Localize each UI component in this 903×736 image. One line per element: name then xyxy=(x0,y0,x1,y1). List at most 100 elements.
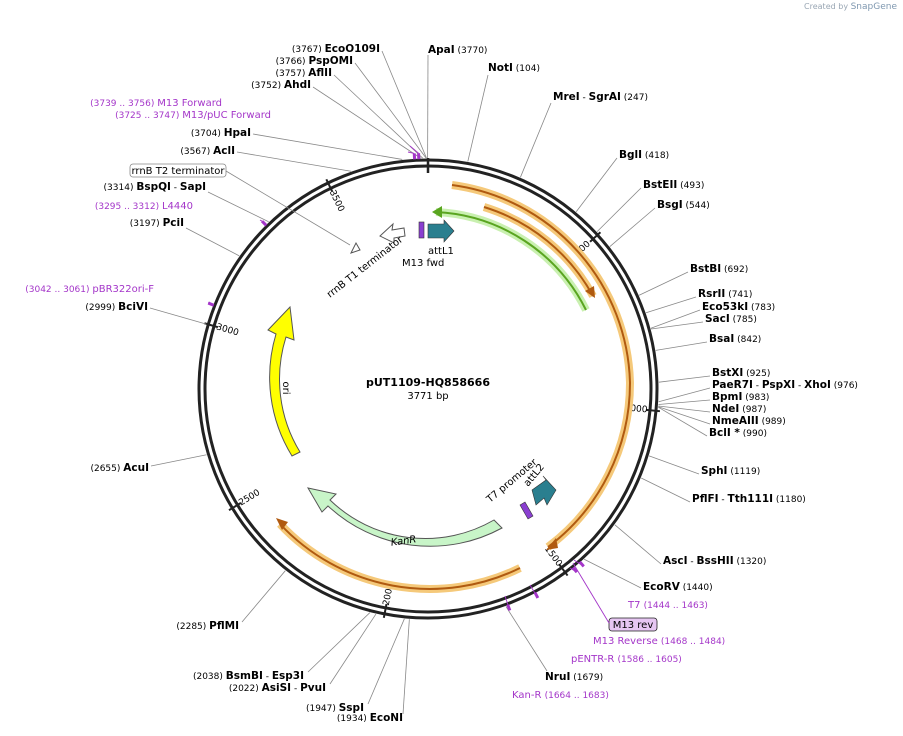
boxed-label-rrnb-t2-terminator[interactable]: rrnB T2 terminator xyxy=(129,163,227,178)
site-bsgi[interactable]: BsgI (544) xyxy=(657,199,710,211)
ori-feature xyxy=(267,305,301,457)
site-rsrii[interactable]: RsrII (741) xyxy=(698,288,752,300)
site-pcii[interactable]: (3197) PciI xyxy=(130,217,184,229)
site-hpai[interactable]: (3704) HpaI xyxy=(191,127,251,139)
site-asisi-pvui[interactable]: (2022) AsiSI - PvuI xyxy=(229,682,326,694)
boxed-label-text: rrnB T2 terminator xyxy=(131,166,225,177)
site-nmeaiii[interactable]: NmeAIII (989) xyxy=(712,415,786,427)
site-apai[interactable]: ApaI (3770) xyxy=(428,44,487,56)
site-leader xyxy=(658,406,708,437)
site-aflii[interactable]: (3757) AflII xyxy=(275,67,332,79)
kanr-feature xyxy=(306,487,503,547)
site-leader xyxy=(149,307,207,325)
kanr-label: KanR xyxy=(390,534,417,548)
site-leader xyxy=(241,570,286,623)
site-saci[interactable]: SacI (785) xyxy=(705,313,757,325)
primer-leader xyxy=(207,301,211,304)
site-leader xyxy=(658,399,711,405)
site-sphi[interactable]: SphI (1119) xyxy=(701,465,760,477)
site-leader xyxy=(648,455,700,475)
site-ecoo109i[interactable]: (3767) EcoO109I xyxy=(292,43,380,55)
site-bstbi[interactable]: BstBI (692) xyxy=(690,263,748,275)
rrnb-t1-label: rrnB T1 terminator xyxy=(325,234,406,300)
site-bspqi-sapi[interactable]: (3314) BspQI - SapI xyxy=(104,181,206,193)
site-noti[interactable]: NotI (104) xyxy=(488,62,540,74)
site-bsteii[interactable]: BstEII (493) xyxy=(643,179,704,191)
site-mrei-sgrai[interactable]: MreI - SgrAI (247) xyxy=(553,91,648,103)
orf-arrowhead-3 xyxy=(276,518,288,530)
primer-t7[interactable]: T7 (1444 .. 1463) xyxy=(627,600,708,611)
primer-pentr-r[interactable]: pENTR-R (1586 .. 1605) xyxy=(571,654,682,665)
site-leader xyxy=(658,375,711,383)
site-pflfi-tth111i[interactable]: PflFI - Tth111I (1180) xyxy=(692,493,806,505)
site-paer7i-pspxi-xhoi[interactable]: PaeR7I - PspXI - XhoI (976) xyxy=(712,379,858,391)
site-leader xyxy=(651,321,704,330)
plasmid-name: pUT1109-HQ858666 xyxy=(366,376,490,389)
site-leader xyxy=(207,191,269,223)
primer-lines xyxy=(207,145,585,611)
site-acli[interactable]: (3567) AclI xyxy=(180,145,235,157)
credit-brand: SnapGene xyxy=(850,2,897,12)
ruler-tick-label: 3500 xyxy=(327,189,346,214)
plasmid-length: 3771 bp xyxy=(407,391,448,402)
site-pflmi[interactable]: (2285) PflMI xyxy=(176,620,239,632)
site-ecorv[interactable]: EcoRV (1440) xyxy=(643,581,713,593)
ruler-tick xyxy=(558,563,569,577)
t7-marker xyxy=(519,501,534,520)
m13-rev-leader xyxy=(572,562,610,624)
attl2-arrow xyxy=(531,475,557,506)
site-eco53ki[interactable]: Eco53kI (783) xyxy=(702,301,775,313)
snapgene-credit: Created by SnapGene xyxy=(804,2,897,12)
green-arrowhead xyxy=(432,206,442,218)
site-ahdi[interactable]: (3752) AhdI xyxy=(251,79,311,91)
primer-kan-r[interactable]: Kan-R (1664 .. 1683) xyxy=(512,690,609,701)
site-bgli[interactable]: BglI (418) xyxy=(619,149,669,161)
primer-l4440[interactable]: (3295 .. 3312) L4440 xyxy=(95,201,193,212)
site-labels: ApaI (3770)NotI (104) MreI - SgrAI (247) B… xyxy=(85,43,858,724)
site-leader xyxy=(520,102,552,178)
site-econi[interactable]: (1934) EcoNI xyxy=(337,712,403,724)
ruler-tick xyxy=(589,231,602,243)
orf-arrowhead-1 xyxy=(546,538,558,550)
primer-leader xyxy=(407,151,415,154)
site-pspomi[interactable]: (3766) PspOMI xyxy=(276,55,353,67)
site-acui[interactable]: (2655) AcuI xyxy=(90,462,149,474)
site-leader xyxy=(354,62,427,159)
primer-pbr322ori-f[interactable]: (3042 .. 3061) pBR322ori-F xyxy=(25,284,154,295)
site-leader xyxy=(609,207,656,247)
primer-m13-puc-forward[interactable]: (3725 .. 3747) M13/pUC Forward xyxy=(115,110,271,121)
site-bsmbi-esp3i[interactable]: (2038) BsmBI - Esp3I xyxy=(193,670,304,682)
site-leader xyxy=(505,606,548,672)
site-bstxi[interactable]: BstXI (925) xyxy=(712,367,770,379)
site-sspi[interactable]: (1947) SspI xyxy=(306,702,364,714)
boxed-label-m13-rev[interactable]: M13 rev xyxy=(608,617,658,632)
site-bcli[interactable]: BclI * (990) xyxy=(709,427,767,439)
site-leader xyxy=(333,74,423,159)
site-leader xyxy=(381,50,427,159)
ruler-tick-label: 3000 xyxy=(215,322,240,338)
site-bsai[interactable]: BsaI (842) xyxy=(709,333,761,345)
site-bcivi[interactable]: (2999) BciVI xyxy=(85,301,148,313)
primer-m13-reverse[interactable]: M13 Reverse (1468 .. 1484) xyxy=(593,636,725,647)
site-leader xyxy=(402,619,410,715)
site-leader xyxy=(307,612,371,673)
site-leader xyxy=(252,133,403,160)
boxed-label-text: M13 rev xyxy=(613,620,654,631)
site-leader xyxy=(312,86,421,159)
site-leader xyxy=(658,387,711,403)
site-ndei[interactable]: NdeI (987) xyxy=(712,403,766,415)
ruler-tick xyxy=(325,178,334,193)
site-asci-bsshii[interactable]: AscI - BssHII (1320) xyxy=(663,555,766,567)
ruler-tick xyxy=(204,322,219,329)
site-leader xyxy=(236,151,352,172)
site-leader xyxy=(150,454,207,467)
attl1-label: attL1 xyxy=(428,246,454,257)
primer-m13-forward[interactable]: (3739 .. 3756) M13 Forward xyxy=(90,98,222,109)
credit-prefix: Created by xyxy=(804,2,849,11)
site-leader xyxy=(596,187,642,232)
primer-leader xyxy=(569,567,578,573)
site-bpmi[interactable]: BpmI (983) xyxy=(712,391,769,403)
primer-marker xyxy=(260,220,268,227)
site-nrui[interactable]: NruI (1679) xyxy=(545,671,603,683)
